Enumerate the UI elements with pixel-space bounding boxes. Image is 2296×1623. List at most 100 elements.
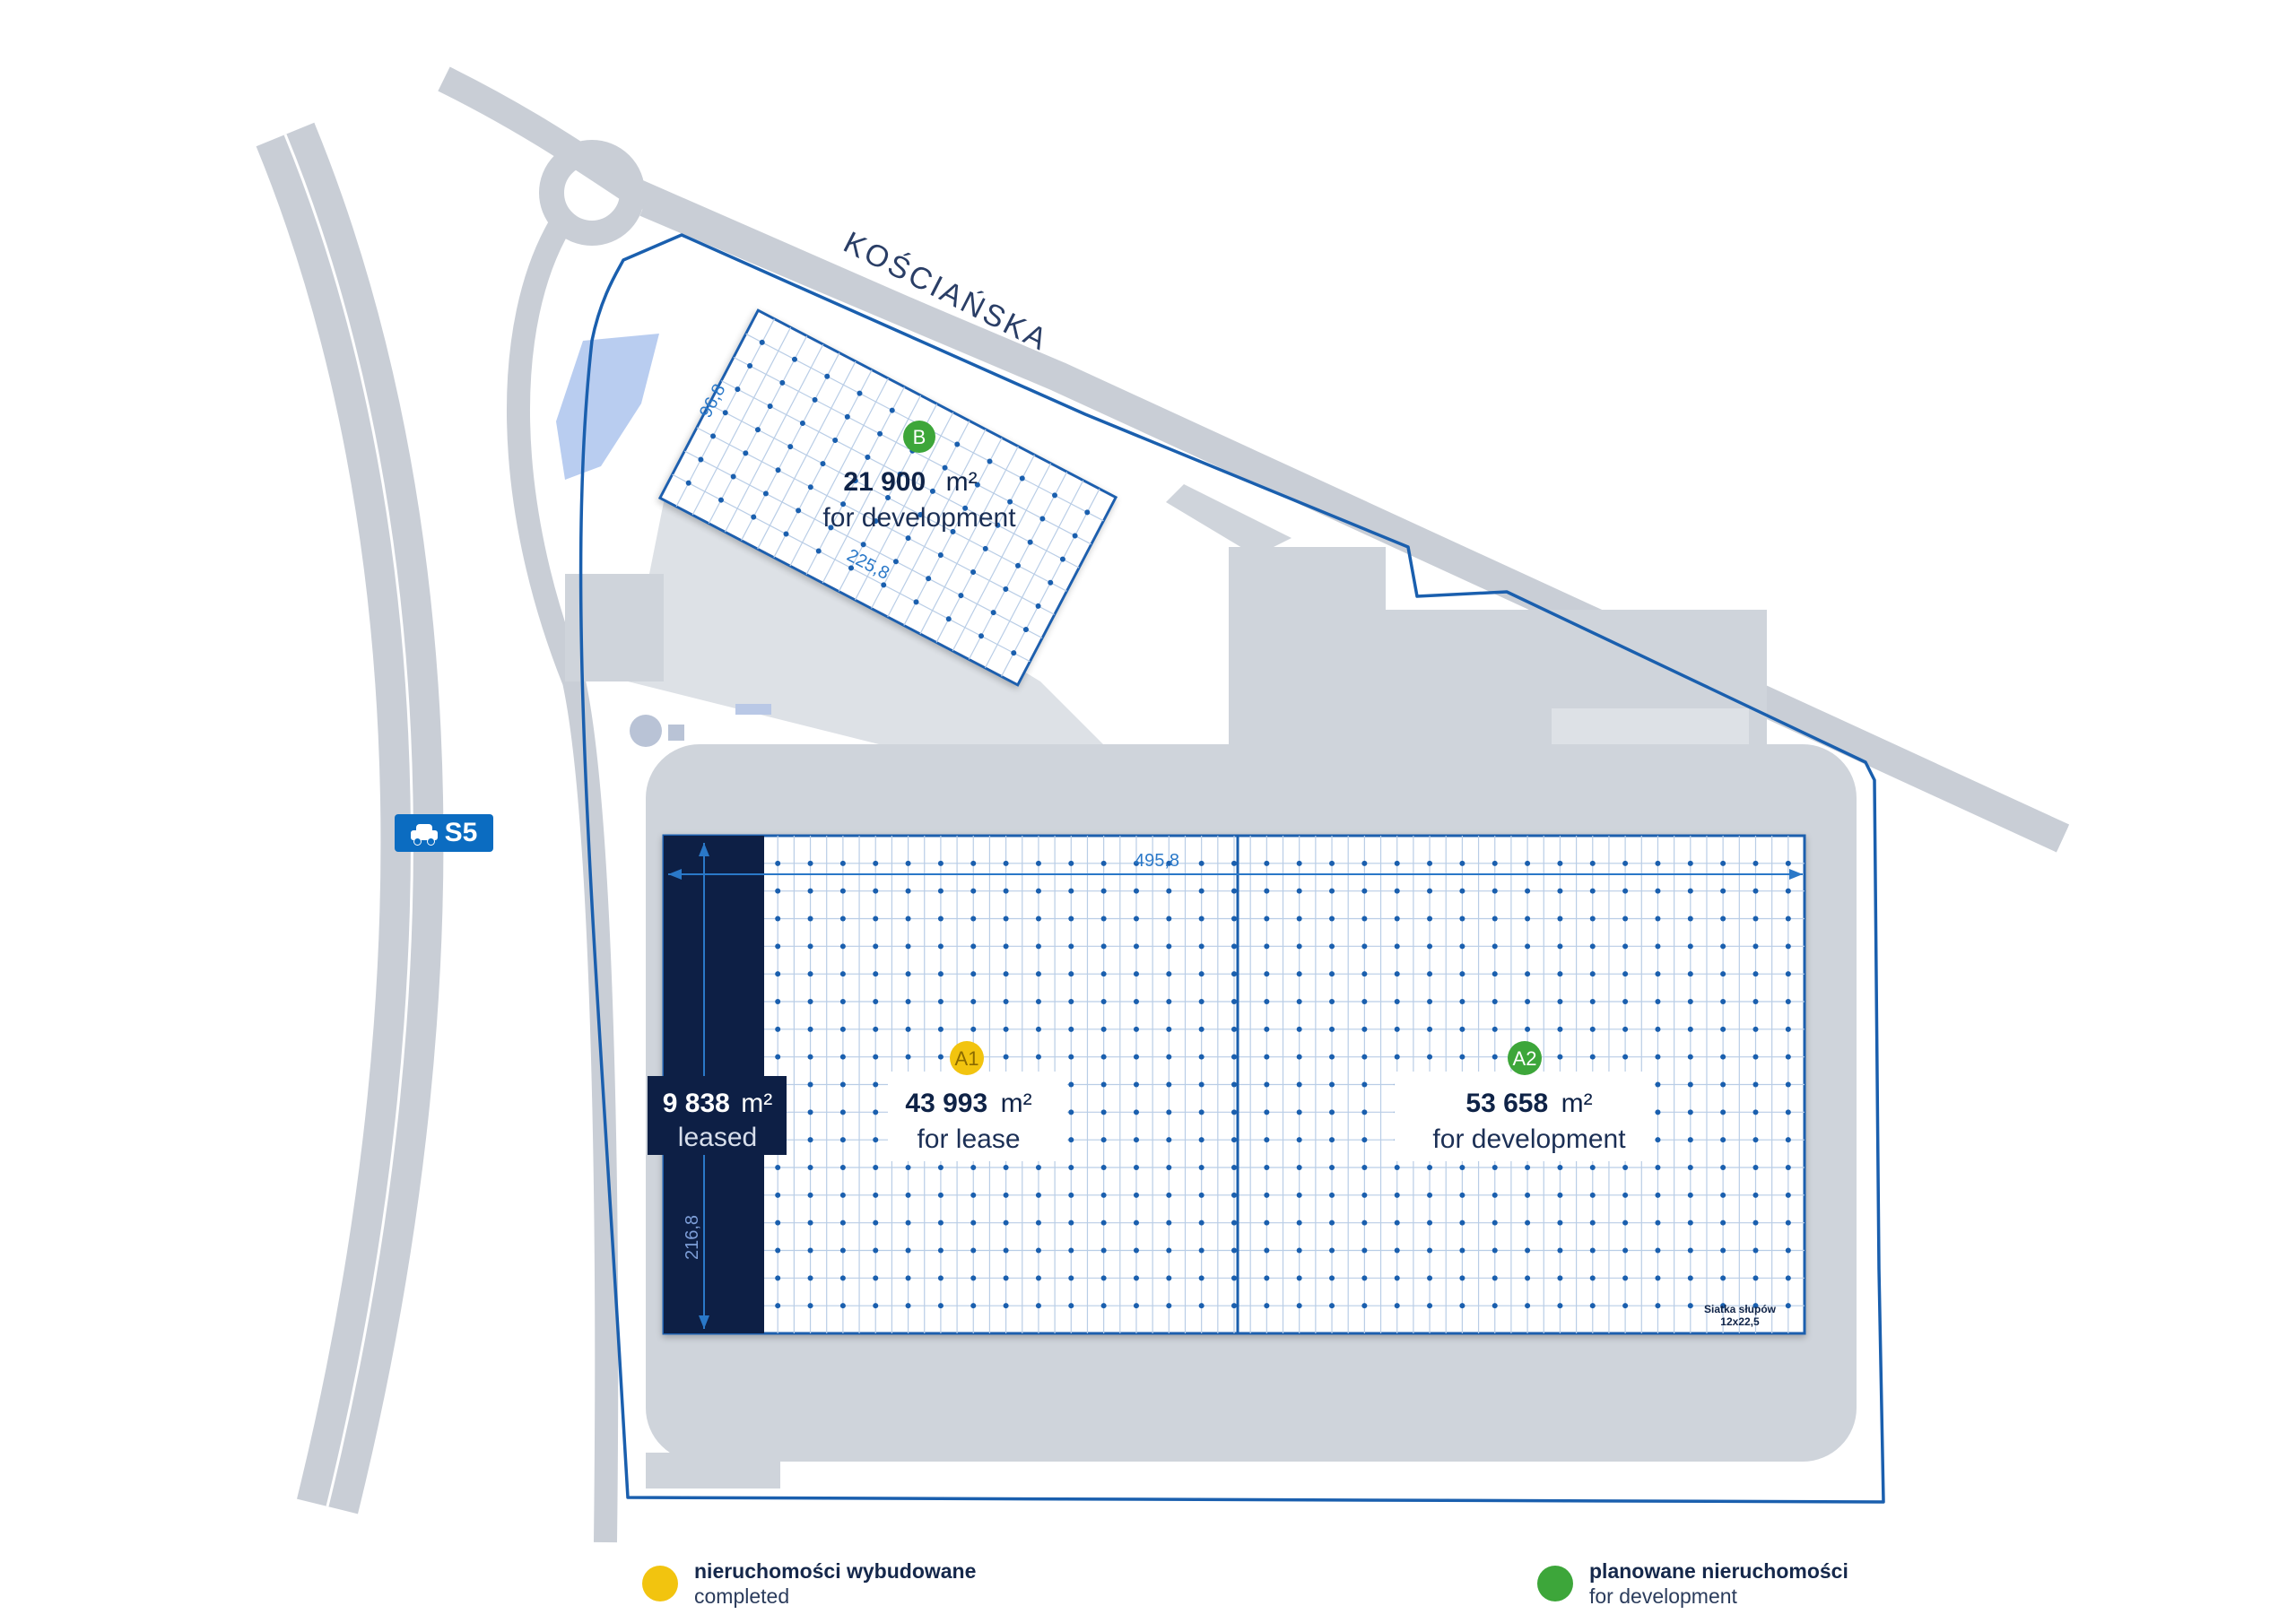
grid-column-dot (1655, 1081, 1661, 1088)
grid-column-dot (1231, 1192, 1237, 1198)
grid-column-dot (1231, 1026, 1237, 1032)
grid-column-dot (1133, 1219, 1139, 1226)
grid-column-dot (905, 1165, 911, 1170)
grid-column-dot (1231, 1081, 1237, 1088)
grid-column-dot (1687, 1081, 1693, 1088)
grid-column-dot (1100, 1165, 1107, 1170)
grid-column-dot (873, 971, 879, 977)
grid-column-dot (1296, 943, 1302, 950)
grid-column-dot (807, 1026, 813, 1032)
grid-column-dot (1427, 1054, 1433, 1060)
grid-column-dot (1427, 943, 1433, 950)
grid-column-dot (1035, 943, 1041, 950)
grid-column-dot (873, 1275, 879, 1281)
a1-area: 43 993 m² (905, 1089, 1031, 1118)
grid-column-dot (1459, 1054, 1465, 1060)
grid-column-dot (1035, 971, 1041, 977)
grid-column-dot (807, 1109, 813, 1115)
grid-column-dot (1198, 1275, 1205, 1281)
grid-column-dot (1264, 1026, 1270, 1032)
grid-column-dot (1720, 1081, 1726, 1088)
grid-column-dot (1100, 1303, 1107, 1309)
grid-column-dot (1068, 1247, 1074, 1254)
grid-column-dot (799, 420, 805, 426)
grid-column-dot (1264, 999, 1270, 1004)
grid-column-dot (970, 569, 977, 576)
grid-column-dot (1166, 1192, 1172, 1198)
grid-column-dot (1752, 971, 1759, 977)
grid-column-dot (1492, 916, 1498, 922)
grid-column-dot (1459, 1303, 1465, 1309)
grid-column-dot (1264, 860, 1270, 866)
grid-column-dot (775, 943, 781, 950)
grid-column-dot (1133, 971, 1139, 977)
grid-column-dot (974, 482, 980, 488)
grid-column-dot (1198, 860, 1205, 866)
grid-column-dot (1720, 1275, 1726, 1281)
grid-column-dot (775, 1303, 781, 1309)
grid-column-dot (1525, 1247, 1531, 1254)
grid-column-dot (1655, 1219, 1661, 1226)
grid-column-dot (730, 473, 736, 480)
grid-column-dot (918, 511, 924, 517)
grid-column-dot (1361, 1165, 1368, 1170)
grid-column-dot (1003, 916, 1009, 922)
grid-column-dot (970, 1303, 977, 1309)
grid-column-dot (1785, 860, 1791, 866)
grid-column-dot (1231, 1109, 1237, 1115)
grid-column-dot (1296, 1303, 1302, 1309)
badge-b (903, 421, 935, 453)
grid-column-dot (1622, 1054, 1629, 1060)
grid-column-dot (905, 1054, 911, 1060)
grid-column-dot (905, 916, 911, 922)
grid-column-dot (1394, 916, 1400, 922)
grid-column-dot (1198, 1109, 1205, 1115)
grid-column-dot (1329, 1192, 1335, 1198)
grid-column-dot (889, 407, 895, 413)
grid-column-dot (1394, 1303, 1400, 1309)
grid-column-dot (937, 971, 944, 977)
grid-column-dot (767, 404, 773, 410)
grid-column-dot (1231, 916, 1237, 922)
grid-column-dot (1752, 1165, 1759, 1170)
grid-column-dot (1264, 1081, 1270, 1088)
grid-column-dot (905, 971, 911, 977)
grid-column-dot (1525, 1192, 1531, 1198)
grid-column-dot (1003, 586, 1009, 592)
grid-column-dot (897, 471, 903, 477)
grid-column-dot (945, 616, 952, 622)
grid-column-dot (1264, 943, 1270, 950)
badge-a1-text: A1 (955, 1047, 979, 1070)
grid-column-dot (1361, 1247, 1368, 1254)
grid-column-dot (698, 456, 704, 463)
grid-column-dot (1427, 1275, 1433, 1281)
grid-column-dot (1459, 1165, 1465, 1170)
grid-column-dot (1035, 999, 1041, 1004)
grid-column-dot (1231, 860, 1237, 866)
grid-column-dot (1687, 888, 1693, 894)
grid-column-dot (1166, 1026, 1172, 1032)
grid-column-dot (844, 413, 850, 420)
badge-a2-text: A2 (1513, 1047, 1537, 1070)
grid-column-dot (905, 1026, 911, 1032)
grid-column-dot (1003, 1054, 1009, 1060)
grid-column-dot (950, 528, 956, 534)
grid-column-dot (1589, 860, 1596, 866)
grid-column-dot (828, 525, 834, 531)
grid-column-dot (1785, 1137, 1791, 1143)
grid-column-dot (1296, 1026, 1302, 1032)
grid-column-dot (1231, 1219, 1237, 1226)
grid-column-dot (1003, 1219, 1009, 1226)
grid-column-dot (1003, 1247, 1009, 1254)
grid-column-dot (1427, 888, 1433, 894)
grid-column-dot (1329, 971, 1335, 977)
grid-column-dot (1752, 999, 1759, 1004)
grid-column-dot (1557, 888, 1563, 894)
grid-column-dot (937, 1026, 944, 1032)
grid-column-dot (807, 999, 813, 1004)
grid-column-dot (1492, 971, 1498, 977)
grid-column-dot (1492, 1054, 1498, 1060)
grid-column-dot (905, 999, 911, 1004)
a2-area: 53 658 m² (1465, 1089, 1592, 1118)
